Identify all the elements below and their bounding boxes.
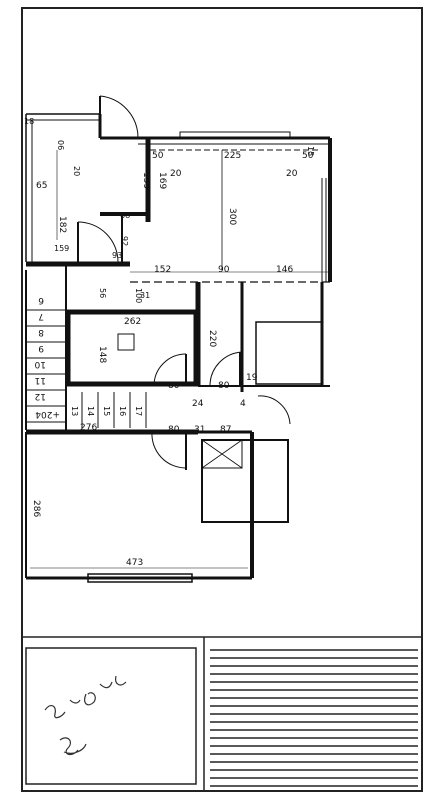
dim-bath-148: 148 — [97, 346, 107, 363]
dim-top-center: 225 — [224, 151, 241, 161]
dim-bath-262: 262 — [124, 317, 141, 327]
dim-ul-159a: 159 — [141, 172, 151, 189]
stair-num-8: 8 — [38, 327, 44, 337]
handwritten-signature — [44, 675, 127, 756]
page-border — [21, 7, 423, 792]
right-door — [257, 395, 291, 425]
door-width-bath: 80 — [168, 381, 180, 391]
dim-ul-65: 65 — [36, 181, 47, 191]
corridor-walls — [195, 282, 330, 392]
dim-mid-90: 90 — [218, 265, 230, 275]
corner-mark-right: 20 — [286, 169, 298, 179]
elevation-tag: +204 — [35, 409, 60, 419]
shaft-box — [201, 439, 289, 523]
dim-ul-93: 93 — [112, 251, 122, 260]
lower-stair-16: 16 — [118, 406, 127, 416]
dim-mid-100: 100 — [134, 288, 143, 303]
corridor-4: 4 — [240, 399, 246, 409]
dim-ul-68: 68 — [120, 211, 130, 220]
dim-ul-18: 18 — [24, 117, 34, 126]
corridor-24: 24 — [192, 399, 204, 409]
dim-main-height: 300 — [227, 208, 237, 225]
lower-stair-steps — [81, 392, 147, 428]
stair-num-12: 12 — [35, 391, 46, 401]
dim-top-left: 50 — [152, 151, 164, 161]
dim-lower-87: 87 — [220, 425, 231, 435]
lower-stair-17: 17 — [134, 406, 143, 416]
dim-ul-06: 06 — [56, 140, 65, 150]
dim-living-473: 473 — [126, 558, 143, 568]
stair-num-11: 11 — [35, 375, 46, 385]
lower-door — [151, 431, 187, 470]
lower-walls — [25, 429, 254, 580]
dim-living-286: 286 — [31, 500, 41, 517]
dim-ul-20: 20 — [72, 166, 81, 176]
stair-num-9: 9 — [38, 343, 44, 353]
dim-top-right-small: 15 — [306, 146, 315, 156]
dim-lower-80: 80 — [168, 425, 180, 435]
lower-stair-15: 15 — [102, 406, 111, 416]
signature-box — [25, 647, 197, 785]
top-window — [150, 131, 318, 151]
dim-ul-92: 92 — [120, 236, 129, 246]
dim-lower-276: 276 — [80, 423, 97, 433]
hall-door — [77, 221, 119, 263]
stair-num-7: 7 — [38, 311, 44, 321]
stair-num-10: 10 — [34, 359, 46, 369]
stair-num-6: 6 — [38, 295, 44, 305]
stair-steps — [25, 264, 67, 430]
right-window — [321, 178, 327, 282]
bottom-window — [87, 573, 193, 583]
exterior-walls — [25, 113, 332, 282]
dim-mid-31: 31 — [140, 291, 150, 300]
dim-ul-169: 169 — [157, 172, 167, 189]
dim-mid-56: 56 — [98, 288, 107, 298]
door-width-closet: 80 — [218, 381, 230, 391]
corner-mark-left: 20 — [170, 169, 182, 179]
closet-door — [209, 351, 243, 387]
dim-mid-146: 146 — [276, 265, 293, 275]
dim-mid-152: 152 — [154, 265, 171, 275]
hatched-area — [210, 649, 418, 787]
dim-ul-159b: 159 — [54, 244, 69, 253]
lower-stair-13: 13 — [70, 406, 79, 416]
right-room — [255, 282, 324, 386]
dim-lower-31: 31 — [194, 425, 205, 435]
dim-19: 19 — [246, 373, 258, 383]
dim-ul-182: 182 — [57, 216, 67, 233]
bath-door — [153, 353, 187, 387]
dim-top-right: 50 — [302, 151, 314, 161]
lower-stair-14: 14 — [86, 406, 95, 416]
dim-bath-220: 220 — [207, 330, 217, 347]
top-entry-door — [99, 95, 139, 139]
